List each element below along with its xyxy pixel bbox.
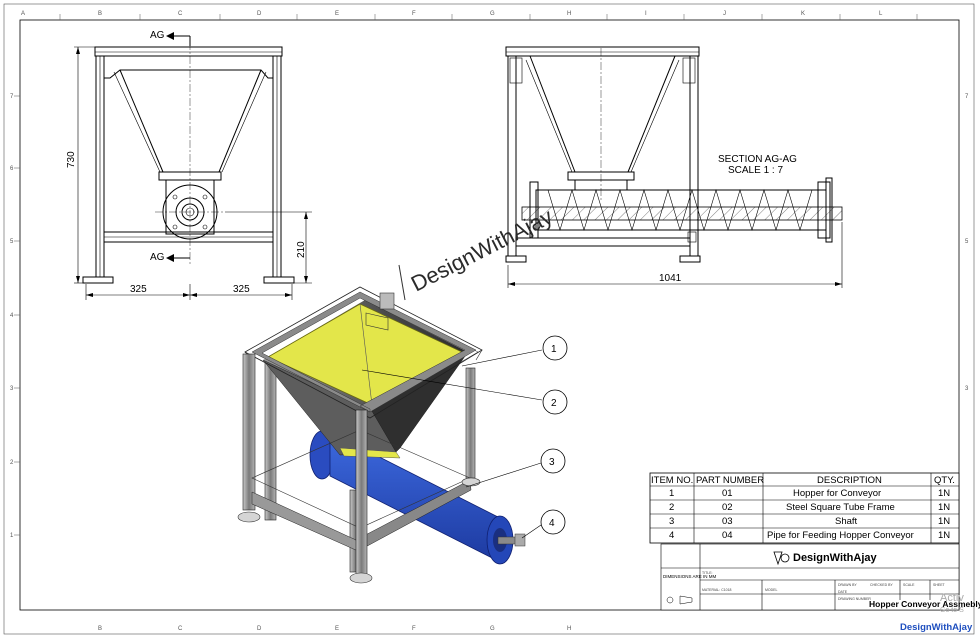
zone-row-4: 4 — [10, 313, 14, 319]
bom-header-part: PART NUMBER — [696, 475, 764, 486]
bom-row-2-desc: Steel Square Tube Frame — [786, 502, 895, 513]
dim-left-325: 325 — [130, 284, 147, 295]
bom-row-3-item: 3 — [669, 516, 674, 527]
bom-row-1-qty: 1N — [938, 488, 950, 499]
drawn-by-label: DRAWN BY — [838, 583, 857, 587]
bom-table: ITEM NO. PART NUMBER DESCRIPTION QTY. 1 … — [649, 472, 960, 544]
zone-row-1: 1 — [10, 533, 14, 539]
zone-col-top-k: K — [801, 11, 805, 17]
zone-col-bottom-b: B — [98, 626, 102, 632]
zone-col-top-g: G — [490, 11, 495, 17]
balloon-4-label: 4 — [549, 518, 555, 529]
bom-row-3-part: 03 — [722, 516, 733, 527]
activate-overlay-line1: Activ — [940, 592, 964, 604]
zone-col-top-f: F — [412, 11, 416, 17]
zone-ticks — [14, 14, 918, 536]
watermark: DesignWithAjay — [398, 204, 557, 301]
balloon-1 — [542, 335, 568, 361]
bom-row-4-item: 4 — [669, 530, 674, 541]
section-scale: SCALE 1 : 7 — [728, 165, 783, 176]
zone-col-top-b: B — [98, 11, 102, 17]
zone-col-top-h: H — [567, 11, 571, 17]
zone-row-5: 5 — [10, 239, 14, 245]
title-block: DesignWithAjay TITLE: MATERIAL: C1018 MO… — [660, 543, 980, 633]
drawing-number-label: DRAWING NUMBER — [838, 597, 871, 601]
dim-length-1041: 1041 — [659, 273, 682, 284]
balloon-callouts: 1 2 3 4 — [361, 335, 568, 539]
zone-col-top-l: L — [879, 11, 883, 17]
bom-row-4-qty: 1N — [938, 530, 950, 541]
zone-row-6: 6 — [10, 166, 14, 172]
watermark-text: DesignWithAjay — [407, 204, 557, 297]
balloon-3 — [540, 448, 566, 474]
bom-header-qty: QTY. — [934, 475, 955, 486]
sheet-label: SHEET — [933, 583, 946, 587]
bom-row-3-qty: 1N — [938, 516, 950, 527]
zone-row-3: 3 — [10, 386, 14, 392]
zone-row-5-right: 5 — [965, 239, 969, 245]
bom-header-item: ITEM NO. — [651, 475, 693, 486]
footer-brand: DesignWithAjay — [900, 622, 973, 633]
zone-row-7: 7 — [10, 94, 14, 100]
bom-row-1-part: 01 — [722, 488, 733, 499]
sheet-border: A B C D E F G H I J K L B C D E F G H 7 … — [3, 3, 975, 635]
zone-row-2: 2 — [10, 460, 14, 466]
dim-outlet-210: 210 — [296, 241, 307, 258]
zone-col-top-c: C — [178, 11, 183, 17]
dim-right-325: 325 — [233, 284, 250, 295]
balloon-3-label: 3 — [549, 457, 555, 468]
drawing-title: Hopper Conveyor Assmebly — [869, 599, 980, 609]
bom-header-description: DESCRIPTION — [817, 475, 882, 486]
bom-row-2-item: 2 — [669, 502, 674, 513]
balloon-1-label: 1 — [551, 344, 557, 355]
dimensions-note: DIMENSIONS ARE IN MM — [663, 574, 717, 579]
activate-overlay-line2: Go to S — [940, 607, 964, 614]
isometric-view — [237, 286, 526, 584]
zone-row-3-right: 3 — [965, 386, 969, 392]
bom-row-2-part: 02 — [722, 502, 733, 513]
zone-col-top-d: D — [257, 11, 262, 17]
bom-row-1-item: 1 — [669, 488, 674, 499]
zone-col-top-i: I — [645, 11, 647, 17]
balloon-2-label: 2 — [551, 398, 557, 409]
zone-col-top-j: J — [723, 11, 726, 17]
zone-row-7-right: 7 — [965, 94, 969, 100]
checked-by-label: CHECKED BY — [870, 583, 893, 587]
bom-row-4-part: 04 — [722, 530, 733, 541]
front-view: AG AG 730 210 325 325 — [66, 30, 312, 300]
material-label: MATERIAL: C1018 — [702, 588, 732, 592]
zone-col-bottom-d: D — [257, 626, 262, 632]
zone-col-bottom-e: E — [335, 626, 339, 632]
title-label: TITLE: — [702, 571, 713, 575]
zone-col-bottom-c: C — [178, 626, 183, 632]
balloon-4 — [540, 509, 566, 535]
projection-symbol-icon — [666, 595, 693, 605]
zone-col-bottom-g: G — [490, 626, 495, 632]
bom-row-3-desc: Shaft — [835, 516, 858, 527]
zone-col-bottom-h: H — [567, 626, 571, 632]
dim-height-730: 730 — [66, 151, 77, 168]
model-label: MODEL — [765, 588, 778, 592]
zone-col-top-e: E — [335, 11, 339, 17]
bom-row-4-desc: Pipe for Feeding Hopper Conveyor — [767, 530, 914, 541]
balloon-2 — [542, 389, 568, 415]
zone-col-bottom-f: F — [412, 626, 416, 632]
bom-row-2-qty: 1N — [938, 502, 950, 513]
bom-row-1-desc: Hopper for Conveyor — [793, 488, 881, 499]
section-title: SECTION AG-AG — [718, 154, 797, 165]
brand-logo-icon — [773, 551, 790, 566]
title-block-logo-text: DesignWithAjay — [793, 552, 878, 564]
section-view: SECTION AG-AG SCALE 1 : 7 1041 — [505, 46, 843, 288]
section-marker-top: AG — [150, 30, 165, 41]
date-label: DATE — [838, 590, 848, 594]
section-marker-bottom: AG — [150, 252, 165, 263]
scale-label: SCALE — [903, 583, 915, 587]
zone-col-top-a: A — [21, 11, 25, 17]
